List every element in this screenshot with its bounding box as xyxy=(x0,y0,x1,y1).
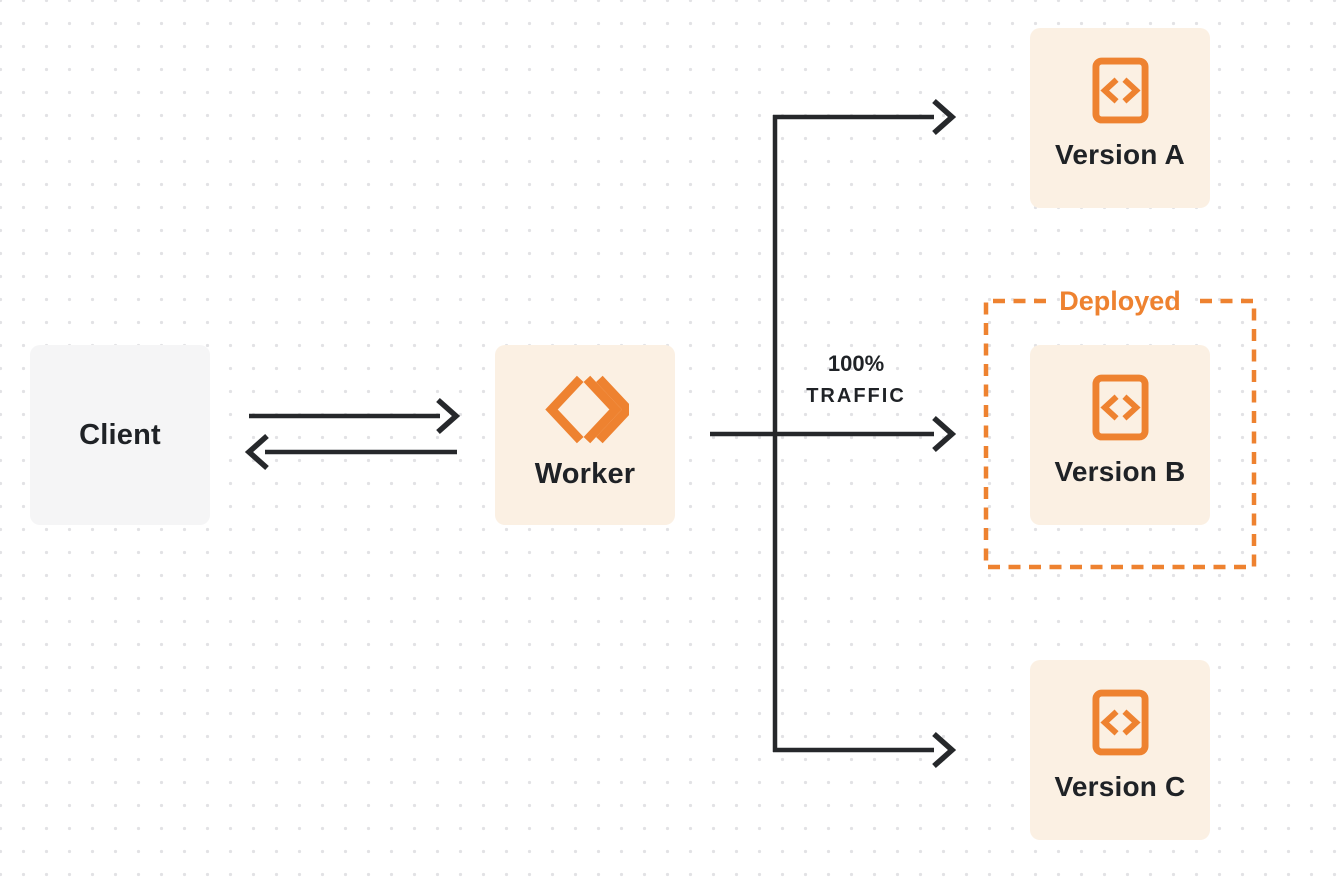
traffic-label: 100% TRAFFIC xyxy=(776,350,936,409)
version-b-label: Version B xyxy=(1054,456,1186,487)
traffic-percent-text: 100% xyxy=(827,351,885,376)
deployed-label: Deployed xyxy=(1059,286,1181,316)
code-file-icon xyxy=(1091,374,1149,441)
client-label: Client xyxy=(79,418,161,451)
arrow-to-version-c xyxy=(773,731,957,769)
code-file-icon xyxy=(1091,689,1149,756)
code-file-icon xyxy=(1091,57,1149,124)
version-a-node: Version A xyxy=(1030,28,1210,208)
workers-logo-icon xyxy=(545,375,629,444)
traffic-word-text: TRAFFIC xyxy=(806,385,906,407)
arrow-to-version-b xyxy=(710,415,957,453)
deployed-dashed-border xyxy=(983,298,1257,570)
client-node: Client xyxy=(30,345,210,525)
worker-label: Worker xyxy=(534,458,636,490)
version-c-label: Version C xyxy=(1054,771,1186,802)
arrow-to-version-a xyxy=(773,98,957,136)
arrow-worker-to-client xyxy=(244,433,457,471)
arrow-client-to-worker xyxy=(249,397,461,435)
worker-node: Worker xyxy=(495,345,675,525)
version-c-node: Version C xyxy=(1030,660,1210,840)
version-b-node: Version B xyxy=(1030,345,1210,525)
version-a-label: Version A xyxy=(1055,139,1185,170)
